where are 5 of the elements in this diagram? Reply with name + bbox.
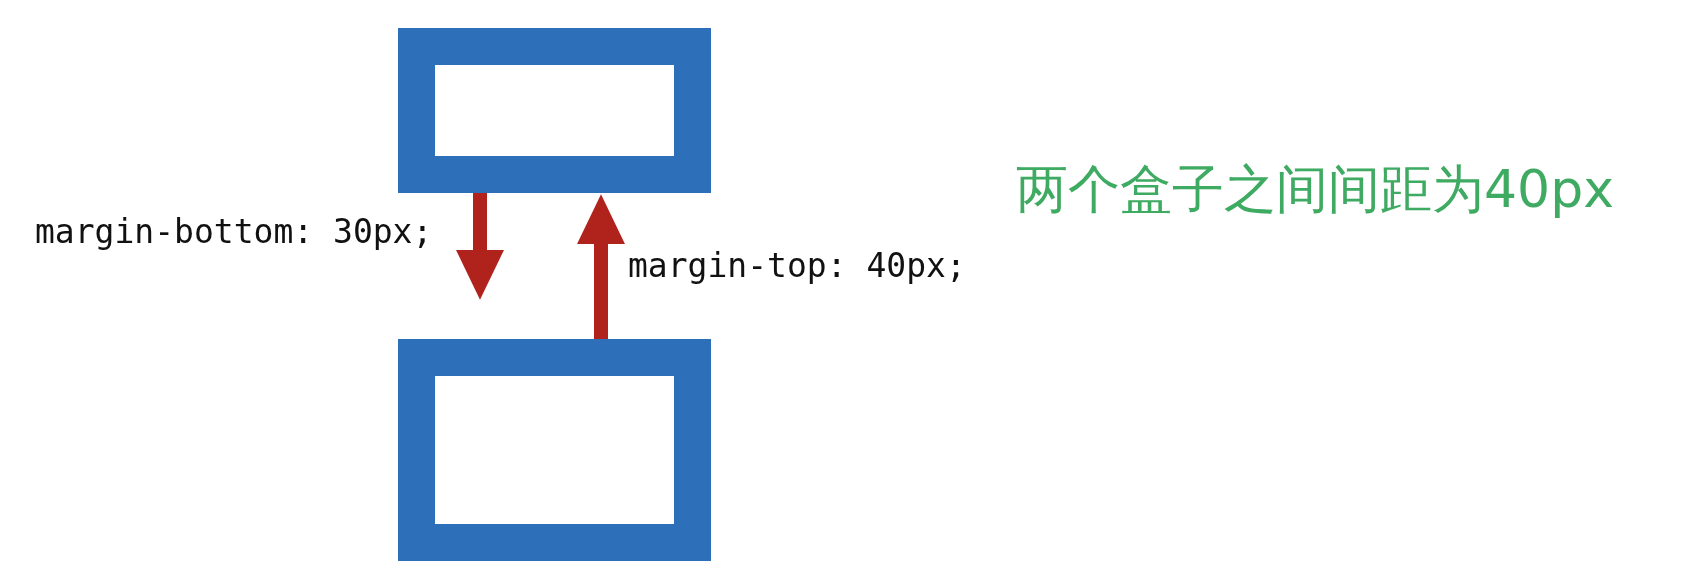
box-outline [398, 339, 711, 561]
annotation-text: 两个盒子之间间距为40px [1016, 158, 1614, 221]
arrow [455, 193, 505, 300]
box-outline [398, 28, 711, 193]
arrow [576, 194, 626, 339]
